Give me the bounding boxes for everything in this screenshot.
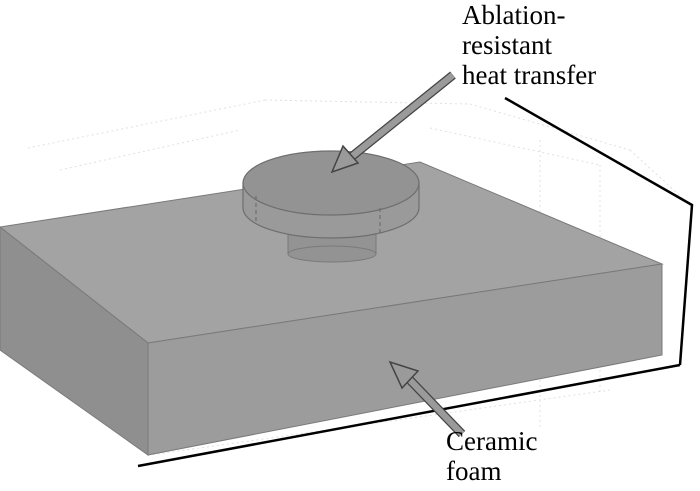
- ablation-label-line1: Ablation-: [462, 0, 566, 30]
- block-side-face: [0, 226, 149, 456]
- ceramic-foam-label-line1: Ceramic: [446, 426, 538, 456]
- ablation-label-line2: resistant: [462, 30, 552, 60]
- gray-arrow-icon: [388, 360, 466, 438]
- ablation-resistant-disk: [242, 150, 420, 239]
- ceramic-foam-label: Ceramic foam: [446, 426, 537, 486]
- gray-arrow-icon: [330, 71, 456, 174]
- disk-top: [242, 150, 420, 216]
- ceramic-foam-label-line2: foam: [446, 456, 502, 486]
- ablation-label: Ablation- resistant heat transfer: [462, 0, 596, 90]
- ablation-label-line3: heat transfer: [462, 60, 597, 90]
- axis-frame: [137, 96, 694, 468]
